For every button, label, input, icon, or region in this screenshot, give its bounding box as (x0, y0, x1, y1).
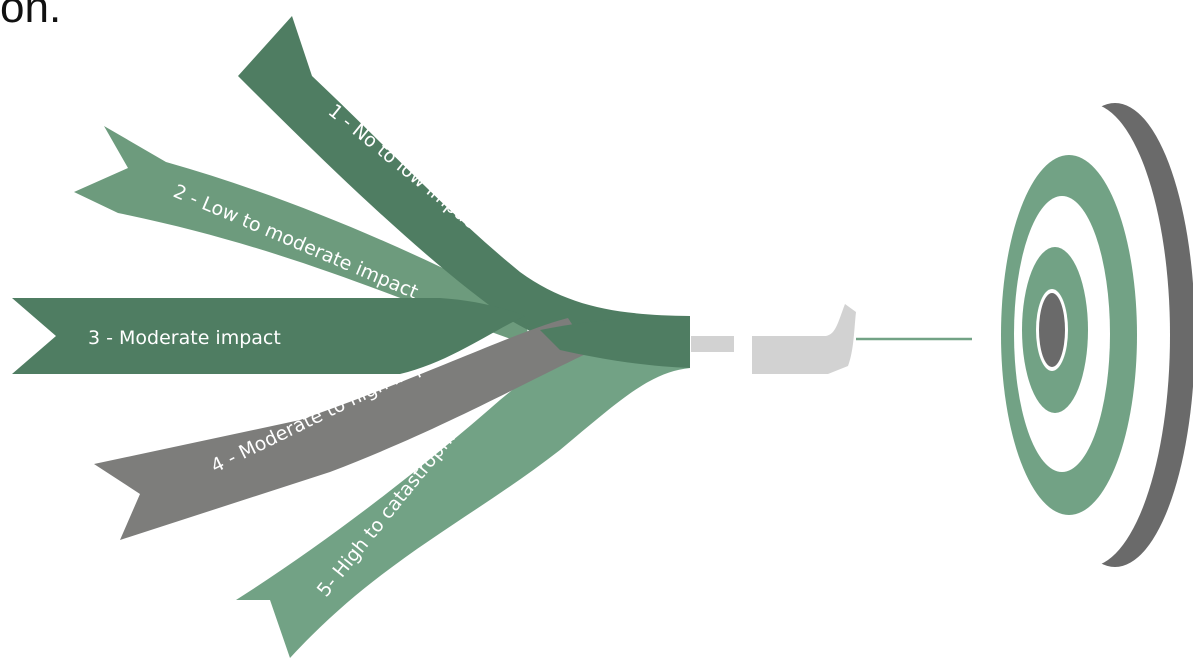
arrow-shaft-short (691, 336, 734, 352)
ribbon-convergence (540, 316, 690, 368)
ribbon-4-shape (94, 318, 590, 540)
target-bullseye (1039, 293, 1065, 367)
ribbon-2-shape (74, 126, 532, 346)
header-text-fragment: on. (0, 0, 62, 32)
ribbon-5-shape (236, 346, 690, 658)
target (1001, 103, 1193, 567)
arrow-shaft-nock (752, 304, 856, 374)
ribbon-3: 3 - Moderate impact (12, 298, 525, 374)
ribbon-3-label: 3 - Moderate impact (88, 327, 281, 349)
ribbon-3-shape (12, 298, 525, 374)
